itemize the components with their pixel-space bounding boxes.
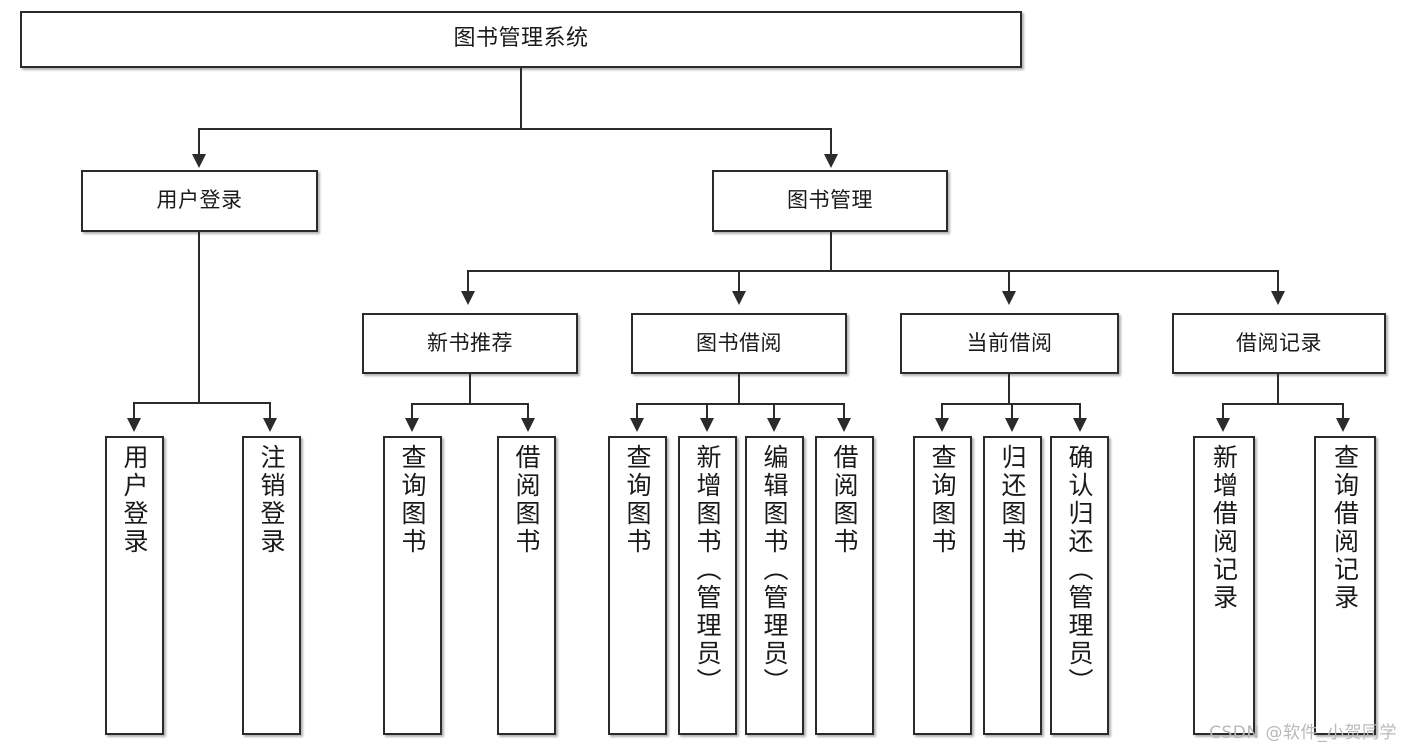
arrowhead-record-leaf1 bbox=[1216, 418, 1230, 432]
leaf-borrow-query-book[interactable]: 查询图书 bbox=[608, 436, 667, 735]
node-label: 当前借阅 bbox=[966, 330, 1053, 355]
connector-root-to-login bbox=[198, 128, 200, 156]
connector-root-bus bbox=[198, 128, 832, 130]
leaf-record-add-record[interactable]: 新增借阅记录 bbox=[1193, 436, 1255, 735]
connector-login-to-leaf1 bbox=[133, 402, 135, 420]
node-label: 借阅图书 bbox=[512, 444, 541, 556]
connector-login-bus bbox=[133, 402, 269, 404]
leaf-borrow-borrow-book[interactable]: 借阅图书 bbox=[815, 436, 874, 735]
node-label: 图书管理 bbox=[787, 188, 873, 213]
connector-root-to-bookmgmt bbox=[830, 128, 832, 156]
arrowhead-bookmgmt-newbook bbox=[461, 291, 475, 305]
arrowhead-newbook-leaf1 bbox=[405, 418, 419, 432]
node-label: 新增借阅记录 bbox=[1209, 444, 1239, 612]
node-label: 查询借阅记录 bbox=[1330, 444, 1360, 612]
node-user-login[interactable]: 用户登录 bbox=[81, 170, 318, 232]
node-label: 确认归还（管理员） bbox=[1065, 444, 1094, 696]
connector-borrow-stem bbox=[738, 374, 740, 404]
connector-current-bus bbox=[941, 403, 1080, 405]
arrowhead-borrow-leaf3 bbox=[767, 418, 781, 432]
connector-record-stem bbox=[1277, 374, 1279, 404]
leaf-newbook-borrow[interactable]: 借阅图书 bbox=[497, 436, 556, 735]
connector-newbook-bus bbox=[411, 403, 528, 405]
leaf-current-confirm-return[interactable]: 确认归还（管理员） bbox=[1050, 436, 1109, 735]
connector-record-bus bbox=[1222, 403, 1344, 405]
connector-newbook-stem bbox=[469, 374, 471, 404]
node-label: 用户登录 bbox=[120, 444, 149, 556]
connector-root-stem bbox=[520, 68, 522, 129]
node-label: 查询图书 bbox=[398, 444, 427, 556]
connector-current-to-leaf3 bbox=[1079, 403, 1081, 420]
watermark: CSDN @软件_小贺同学 bbox=[1209, 723, 1397, 743]
node-current-borrow[interactable]: 当前借阅 bbox=[900, 313, 1119, 374]
connector-current-stem bbox=[1008, 374, 1010, 404]
node-book-borrow[interactable]: 图书借阅 bbox=[631, 313, 847, 374]
arrowhead-newbook-leaf2 bbox=[521, 418, 535, 432]
connector-login-stem bbox=[198, 232, 200, 403]
connector-current-to-leaf1 bbox=[941, 403, 943, 420]
node-label: 查询图书 bbox=[623, 444, 652, 556]
leaf-borrow-edit-book[interactable]: 编辑图书（管理员） bbox=[745, 436, 804, 735]
arrowhead-root-to-login bbox=[192, 154, 206, 168]
arrowhead-borrow-leaf2 bbox=[700, 418, 714, 432]
connector-bookmgmt-to-borrow bbox=[738, 270, 740, 293]
connector-newbook-to-leaf1 bbox=[411, 403, 413, 420]
node-borrow-record[interactable]: 借阅记录 bbox=[1172, 313, 1386, 374]
node-label: 查询图书 bbox=[928, 444, 957, 556]
arrowhead-login-leaf1 bbox=[127, 418, 141, 432]
arrowhead-root-to-bookmgmt bbox=[824, 154, 838, 168]
connector-bookmgmt-to-record bbox=[1277, 270, 1279, 293]
arrowhead-borrow-leaf1 bbox=[630, 418, 644, 432]
node-label: 新增图书（管理员） bbox=[693, 444, 722, 696]
connector-record-to-leaf1 bbox=[1222, 403, 1224, 420]
connector-bookmgmt-to-newbook bbox=[467, 270, 469, 293]
connector-bookmgmt-to-current bbox=[1008, 270, 1010, 293]
connector-current-to-leaf2 bbox=[1011, 403, 1013, 420]
node-label: 编辑图书（管理员） bbox=[760, 444, 789, 696]
arrowhead-record-leaf2 bbox=[1336, 418, 1350, 432]
node-label: 新书推荐 bbox=[427, 330, 513, 355]
leaf-newbook-query[interactable]: 查询图书 bbox=[383, 436, 442, 735]
node-book-management[interactable]: 图书管理 bbox=[712, 170, 948, 232]
arrowhead-borrow-leaf4 bbox=[837, 418, 851, 432]
node-label: 图书借阅 bbox=[696, 330, 782, 355]
node-label: 借阅图书 bbox=[830, 444, 859, 556]
leaf-current-return-book[interactable]: 归还图书 bbox=[983, 436, 1042, 735]
arrowhead-current-leaf1 bbox=[935, 418, 949, 432]
connector-borrow-to-leaf2 bbox=[706, 403, 708, 420]
node-label: 图书管理系统 bbox=[453, 26, 589, 52]
arrowhead-bookmgmt-current bbox=[1002, 291, 1016, 305]
leaf-record-query-record[interactable]: 查询借阅记录 bbox=[1314, 436, 1376, 735]
connector-borrow-bus bbox=[636, 403, 844, 405]
node-label: 借阅记录 bbox=[1236, 330, 1322, 355]
node-label: 注销登录 bbox=[257, 444, 286, 556]
connector-newbook-to-leaf2 bbox=[527, 403, 529, 420]
connector-borrow-to-leaf4 bbox=[843, 403, 845, 420]
arrowhead-login-leaf2 bbox=[263, 418, 277, 432]
arrowhead-current-leaf3 bbox=[1073, 418, 1087, 432]
arrowhead-bookmgmt-record bbox=[1271, 291, 1285, 305]
leaf-user-login-logout[interactable]: 注销登录 bbox=[242, 436, 301, 735]
node-label: 归还图书 bbox=[998, 444, 1027, 556]
connector-bookmgmt-stem bbox=[830, 232, 832, 271]
leaf-borrow-add-book[interactable]: 新增图书（管理员） bbox=[678, 436, 737, 735]
arrowhead-bookmgmt-borrow bbox=[732, 291, 746, 305]
connector-borrow-to-leaf1 bbox=[636, 403, 638, 420]
leaf-user-login-login[interactable]: 用户登录 bbox=[105, 436, 164, 735]
node-new-book-recommend[interactable]: 新书推荐 bbox=[362, 313, 578, 374]
connector-login-to-leaf2 bbox=[269, 402, 271, 420]
node-label: 用户登录 bbox=[156, 188, 243, 213]
connector-bookmgmt-bus bbox=[467, 270, 1279, 272]
node-root-system[interactable]: 图书管理系统 bbox=[20, 11, 1022, 68]
connector-record-to-leaf2 bbox=[1342, 403, 1344, 420]
leaf-current-query-book[interactable]: 查询图书 bbox=[913, 436, 972, 735]
connector-borrow-to-leaf3 bbox=[773, 403, 775, 420]
arrowhead-current-leaf2 bbox=[1005, 418, 1019, 432]
